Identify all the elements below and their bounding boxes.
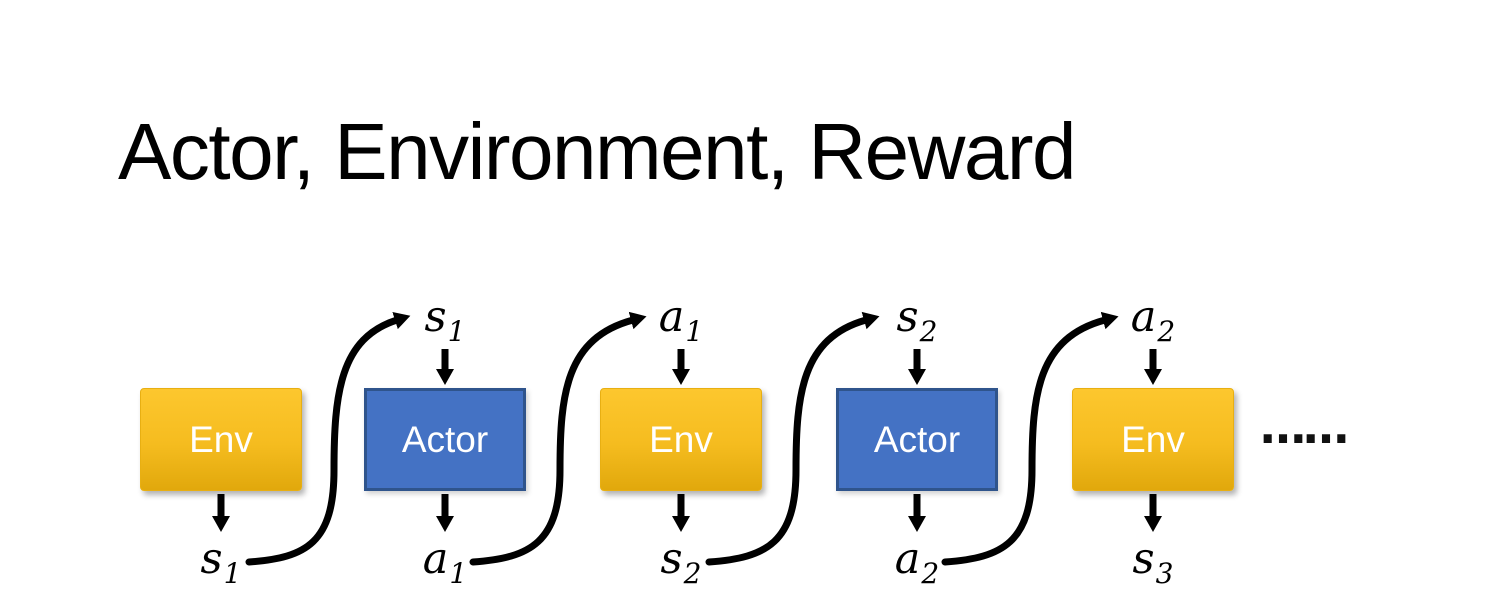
actor-box-2-label: Actor [873, 419, 961, 460]
top-label-a2-sub: 2 [1157, 315, 1176, 348]
env-box-2-label: Env [649, 419, 713, 460]
env-box-3: Env [1072, 388, 1234, 491]
env-box-2: Env [600, 388, 762, 491]
top-label-s1-sub: 1 [447, 315, 466, 348]
bottom-label-a2-base: a [894, 534, 921, 584]
continuation-ellipsis: …… [1260, 400, 1349, 454]
top-label-s2-base: s [896, 292, 919, 342]
top-label-a2-base: a [1130, 292, 1157, 342]
top-label-a1-sub: 1 [685, 315, 704, 348]
bottom-label-a2-sub: 2 [921, 557, 940, 590]
actor-box-1-label: Actor [401, 419, 489, 460]
page-title: Actor, Environment, Reward [118, 107, 1076, 196]
bottom-label-s2-sub: 2 [683, 557, 702, 590]
top-label-s1-base: s [424, 292, 447, 342]
bottom-label-s1-sub: 1 [223, 557, 242, 590]
top-label-a1-base: a [658, 292, 685, 342]
env-box-3-label: Env [1121, 419, 1185, 460]
bottom-label-s1-base: s [200, 534, 223, 584]
bottom-label-a1-sub: 1 [449, 557, 468, 590]
bottom-label-s3-sub: 3 [1155, 557, 1174, 590]
bottom-label-s3-base: s [1132, 534, 1155, 584]
env-box-1: Env [140, 388, 302, 491]
env-box-1-label: Env [189, 419, 253, 460]
bottom-label-s2-base: s [660, 534, 683, 584]
bottom-label-a1-base: a [422, 534, 449, 584]
actor-box-1: Actor [364, 388, 526, 491]
actor-box-2: Actor [836, 388, 998, 491]
top-label-s2-sub: 2 [919, 315, 938, 348]
